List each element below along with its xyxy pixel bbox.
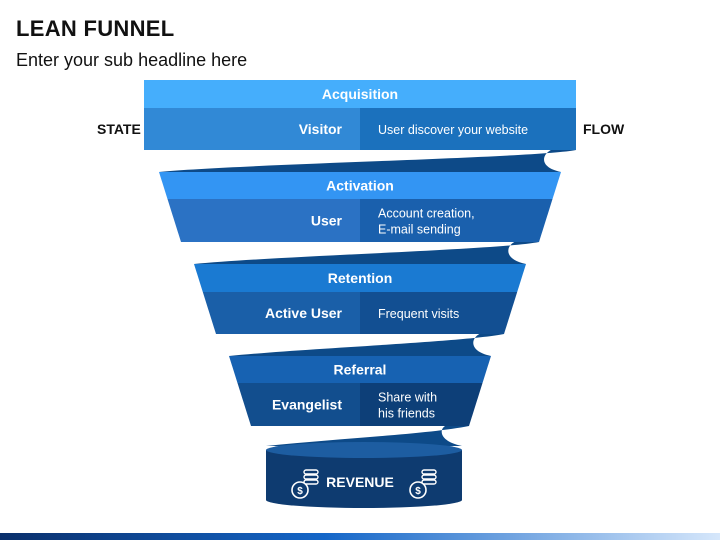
state-axis-label: STATE xyxy=(97,121,141,137)
stage-flow-text: Share with xyxy=(378,391,437,405)
stage-flow-band xyxy=(360,199,553,242)
stage-flow-band xyxy=(360,292,518,334)
stage-flow-text: User discover your website xyxy=(378,123,528,137)
stage-header-band xyxy=(194,264,526,292)
stage-state-label: Active User xyxy=(265,305,343,321)
flow-axis-label: FLOW xyxy=(583,121,625,137)
stage-header-band xyxy=(229,356,491,383)
money-coins-icon: $ xyxy=(409,469,437,499)
stage-name: Retention xyxy=(328,270,393,286)
page-subtitle: Enter your sub headline here xyxy=(16,50,248,70)
stage-flow-text: his friends xyxy=(378,407,435,421)
funnel-connector-ribbon xyxy=(229,331,504,356)
funnel-connector-ribbon xyxy=(159,147,576,172)
funnel-ribbons xyxy=(159,147,576,446)
stage-flow-text: E-mail sending xyxy=(378,223,461,237)
stage-state-band xyxy=(144,108,360,150)
stage-state-band xyxy=(202,292,360,334)
stage-flow-text: Account creation, xyxy=(378,207,475,221)
stage-flow-text: Frequent visits xyxy=(378,307,459,321)
stage-header-band xyxy=(144,80,576,108)
stage-state-label: User xyxy=(311,213,343,229)
stage-state-label: Visitor xyxy=(299,121,343,137)
stage-name: Activation xyxy=(326,178,394,194)
stage-flow-band xyxy=(360,108,576,150)
stage-state-band xyxy=(167,199,360,242)
svg-text:$: $ xyxy=(415,486,421,497)
stage-flow-band xyxy=(360,383,483,426)
revenue-cylinder: REVENUE $ $ xyxy=(266,442,462,508)
funnel-connector-ribbon xyxy=(194,239,539,264)
footer-gradient-bar xyxy=(0,533,720,540)
money-coins-icon: $ xyxy=(291,469,319,499)
stage-name: Acquisition xyxy=(322,86,398,102)
stage-header-band xyxy=(159,172,561,199)
stage-state-band xyxy=(237,383,360,426)
stage-name: Referral xyxy=(334,362,387,378)
page-title: LEAN FUNNEL xyxy=(16,16,175,41)
svg-text:$: $ xyxy=(297,486,303,497)
stage-state-label: Evangelist xyxy=(272,397,342,413)
funnel-connector-ribbon xyxy=(266,423,469,446)
revenue-cylinder-top xyxy=(266,442,462,458)
revenue-label: REVENUE xyxy=(326,474,394,490)
